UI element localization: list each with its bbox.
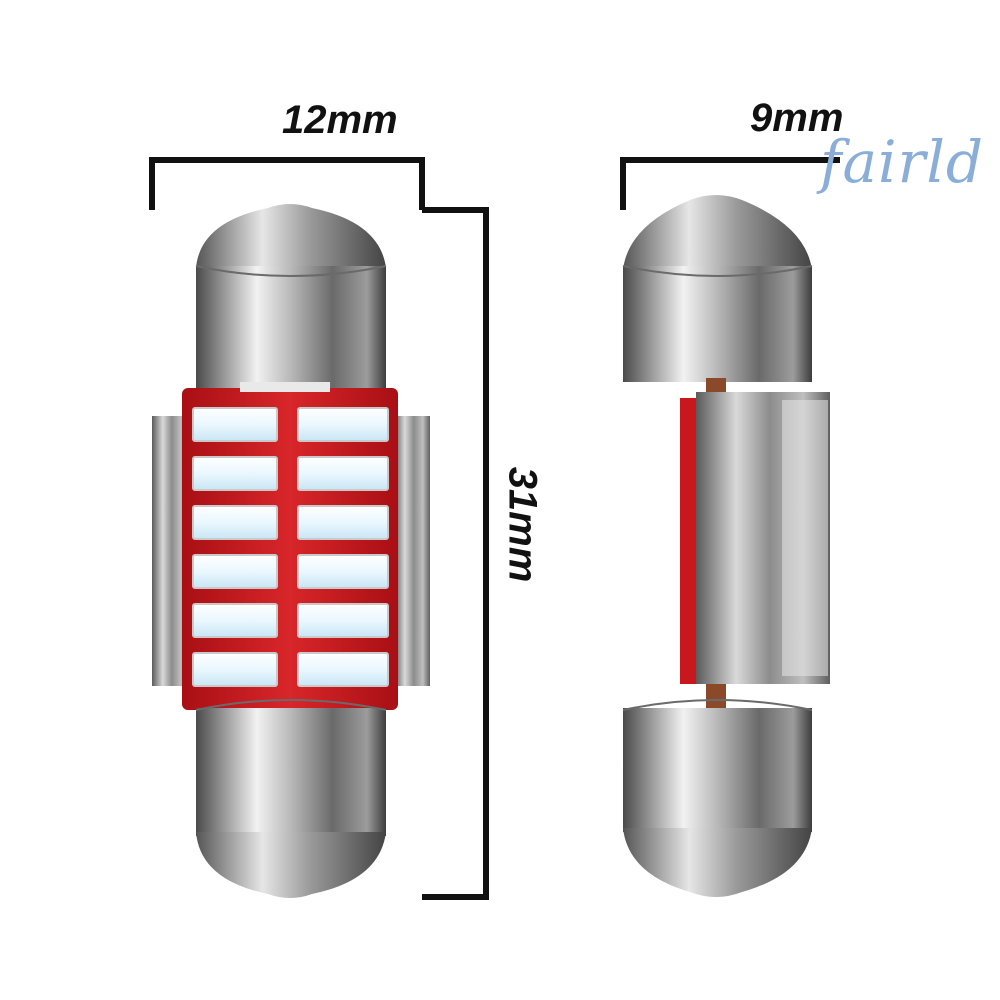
width-right-bracket bbox=[620, 157, 840, 210]
top-cap-tip bbox=[196, 204, 386, 268]
watermark-logo: fairld bbox=[820, 128, 984, 196]
top-cap-tip bbox=[623, 195, 812, 270]
lead-wire bbox=[706, 682, 726, 708]
led-chip bbox=[297, 456, 389, 491]
led-chips bbox=[192, 407, 389, 687]
width-left-bracket bbox=[149, 157, 425, 210]
top-cap-body bbox=[623, 266, 812, 382]
bulb-front-view bbox=[152, 204, 430, 898]
height-bracket bbox=[422, 207, 489, 900]
led-chip bbox=[297, 603, 389, 638]
bulb-side-view bbox=[622, 195, 830, 897]
bottom-cap-tip bbox=[623, 828, 812, 897]
led-chip bbox=[297, 554, 389, 589]
width-right-label: 9mm bbox=[750, 96, 844, 140]
dimension-lines bbox=[149, 157, 840, 900]
led-chip bbox=[192, 603, 278, 638]
led-chip bbox=[192, 554, 278, 589]
width-left-label: 12mm bbox=[282, 98, 398, 142]
top-cap-body bbox=[196, 266, 386, 390]
led-chip bbox=[297, 652, 389, 687]
led-chip bbox=[192, 407, 278, 442]
led-chip bbox=[297, 505, 389, 540]
led-chip bbox=[297, 407, 389, 442]
led-chip bbox=[192, 456, 278, 491]
led-chip bbox=[192, 652, 278, 687]
bottom-cap-tip bbox=[196, 832, 386, 898]
bottom-cap-body bbox=[623, 708, 812, 832]
led-chip bbox=[192, 505, 278, 540]
right-clip bbox=[394, 416, 430, 686]
bottom-cap-body bbox=[196, 708, 386, 836]
height-label: 31mm bbox=[500, 466, 545, 583]
